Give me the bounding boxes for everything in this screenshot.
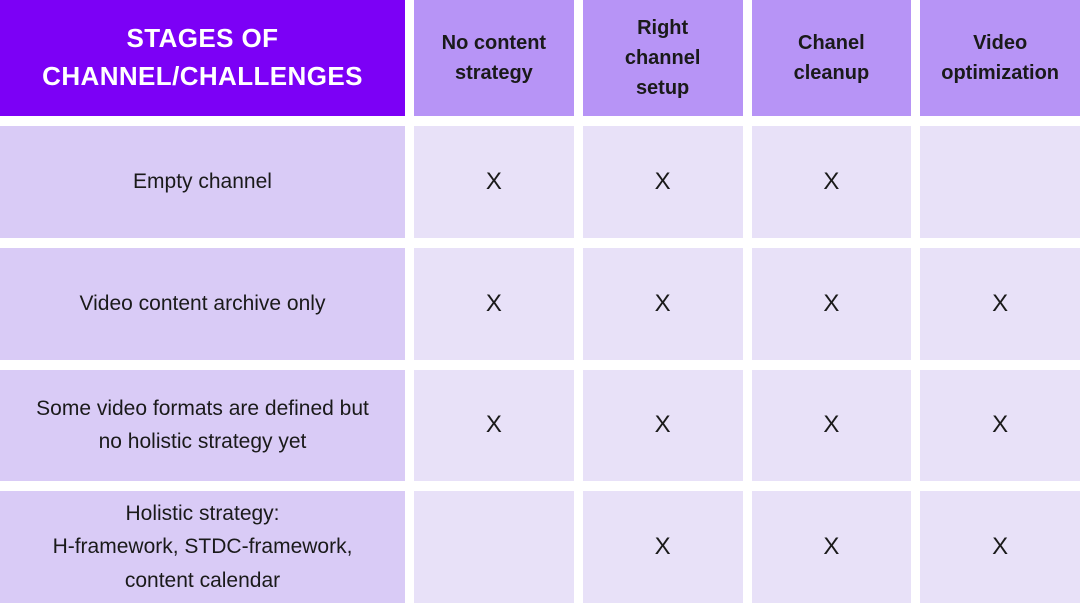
- matrix-cell: [414, 491, 574, 603]
- matrix-cell: X: [414, 247, 574, 360]
- matrix-cell: X: [920, 491, 1080, 603]
- row-label-some-video-formats: Some video formats are defined but no ho…: [0, 369, 405, 482]
- matrix-cell: X: [582, 491, 743, 603]
- column-header-video-optimization: Video optimization: [920, 0, 1080, 116]
- matrix-cell: X: [751, 369, 912, 482]
- row-label-video-content-archive-only: Video content archive only: [0, 247, 405, 360]
- row-label-empty-channel: Empty channel: [0, 126, 405, 238]
- matrix-cell: X: [920, 369, 1080, 482]
- matrix-cell: X: [414, 126, 574, 238]
- matrix-title: STAGES OF CHANNEL/CHALLENGES: [0, 0, 405, 116]
- matrix-cell: X: [751, 247, 912, 360]
- column-header-chanel-cleanup: Chanel cleanup: [751, 0, 912, 116]
- row-label-holistic-strategy: Holistic strategy: H-framework, STDC-fra…: [0, 491, 405, 603]
- matrix-cell: X: [751, 126, 912, 238]
- matrix-cell: X: [582, 247, 743, 360]
- column-header-no-content-strategy: No content strategy: [414, 0, 574, 116]
- matrix-cell: [920, 126, 1080, 238]
- column-header-right-channel-setup: Right channel setup: [582, 0, 743, 116]
- matrix-cell: X: [582, 126, 743, 238]
- matrix-cell: X: [920, 247, 1080, 360]
- matrix-cell: X: [751, 491, 912, 603]
- matrix-cell: X: [414, 369, 574, 482]
- matrix-cell: X: [582, 369, 743, 482]
